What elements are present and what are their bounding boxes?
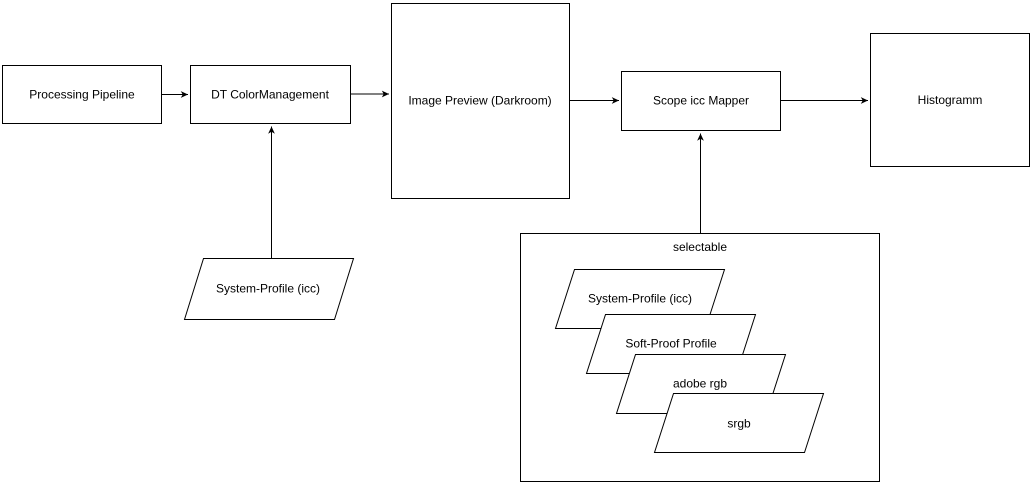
option-srgb-node xyxy=(653,393,825,453)
option-soft-proof-label: Soft-Proof Profile xyxy=(625,337,717,351)
histogramm-node xyxy=(870,33,1030,167)
option-srgb-label: srgb xyxy=(727,417,751,431)
option-adobe-rgb-label: adobe rgb xyxy=(673,377,727,391)
processing-pipeline-node xyxy=(2,65,162,124)
system-profile-input-node xyxy=(183,258,355,320)
selectable-group-label: selectable xyxy=(673,240,727,254)
image-preview-node xyxy=(391,3,570,199)
scope-icc-mapper-node xyxy=(621,71,781,131)
image-preview-label: Image Preview (Darkroom) xyxy=(408,94,551,108)
dt-colormanagement-node xyxy=(190,65,351,124)
system-profile-input-label: System-Profile (icc) xyxy=(216,282,320,296)
processing-pipeline-label: Processing Pipeline xyxy=(29,88,135,102)
scope-icc-mapper-label: Scope icc Mapper xyxy=(653,94,749,108)
dt-colormanagement-label: DT ColorManagement xyxy=(211,88,329,102)
option-system-profile-label: System-Profile (icc) xyxy=(588,292,692,306)
histogramm-label: Histogramm xyxy=(918,93,983,107)
